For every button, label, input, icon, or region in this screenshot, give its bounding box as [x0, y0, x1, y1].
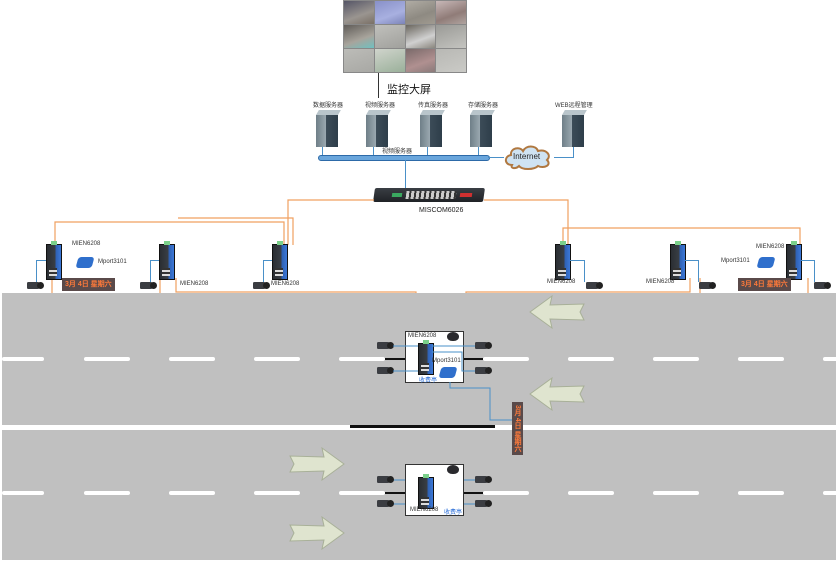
switch-mien6208	[272, 241, 288, 280]
camera-icon	[699, 282, 716, 289]
video-tile	[344, 1, 374, 24]
mport-label: Mport3101	[432, 358, 461, 364]
video-tile	[344, 49, 374, 72]
camera-icon	[377, 342, 394, 349]
mport-label: Mport3101	[98, 259, 127, 265]
video-tile	[405, 1, 436, 24]
video-wall	[343, 0, 467, 73]
switch-label: MIEN6208	[72, 241, 101, 247]
video-tile	[436, 49, 466, 72]
arrow-left-icon	[529, 376, 585, 412]
internet-cloud-icon	[504, 145, 550, 170]
server-icon	[420, 115, 442, 147]
led-display-vertical: 3月 4日 星期六	[512, 402, 523, 455]
switch-label: MIEN6208	[756, 244, 785, 250]
booth-label: 收费亭	[419, 378, 438, 384]
server-icon	[470, 115, 492, 147]
switch-label: MIEN6208	[180, 281, 209, 287]
arrow-right-icon	[289, 446, 345, 482]
camera-icon	[586, 282, 603, 289]
server-label: 视频服务器	[365, 103, 396, 109]
server-icon	[316, 115, 338, 147]
camera-icon	[377, 476, 394, 483]
server-icon	[366, 115, 388, 147]
camera-icon	[475, 476, 492, 483]
switch-mien6208	[418, 474, 434, 509]
toll-gate-bar	[350, 425, 495, 428]
booth-switch-label: MIEN6208	[410, 507, 439, 513]
video-tile	[436, 1, 466, 24]
arrow-right-icon	[289, 515, 345, 551]
led-display: 3月 4日 星期六	[738, 278, 791, 291]
camera-icon	[253, 282, 270, 289]
video-tile	[436, 25, 466, 48]
bus-label: 视频服务器	[382, 149, 413, 155]
led-display: 3月 4日 星期六	[62, 278, 115, 291]
video-tile	[374, 49, 405, 72]
server-label: 存储服务器	[468, 103, 499, 109]
server-bus	[318, 155, 490, 161]
switch-mien6208	[555, 241, 571, 280]
switch-mien6208	[670, 241, 686, 280]
server-icon	[562, 115, 584, 147]
booth-label: 收费亭	[444, 510, 463, 516]
switch-mien6208	[159, 241, 175, 280]
core-switch-label: MISCOM6026	[419, 207, 464, 214]
video-tile	[344, 25, 374, 48]
video-tile	[405, 25, 436, 48]
switch-label: MIEN6208	[646, 279, 675, 285]
camera-icon	[475, 500, 492, 507]
video-tile	[405, 49, 436, 72]
switch-mien6208	[786, 241, 802, 280]
camera-icon	[475, 367, 492, 374]
camera-icon	[814, 282, 831, 289]
camera-icon	[27, 282, 44, 289]
video-tile	[374, 25, 405, 48]
video-wall-label: 监控大屏	[387, 84, 431, 96]
camera-icon	[377, 367, 394, 374]
switch-mien6208	[418, 340, 434, 375]
dome-camera-icon	[447, 465, 459, 474]
dome-camera-icon	[447, 332, 459, 341]
server-label: WEB远程管理	[555, 103, 593, 109]
video-tile	[374, 1, 405, 24]
switch-label: MIEN6208	[547, 279, 576, 285]
switch-label: MIEN6208	[271, 281, 300, 287]
booth-switch-label: MIEN6208	[408, 333, 437, 339]
arrow-left-icon	[529, 294, 585, 330]
mport-label: Mport3101	[721, 258, 750, 264]
switch-mien6208	[46, 241, 62, 280]
server-label: 传真服务器	[418, 103, 449, 109]
camera-icon	[475, 342, 492, 349]
server-label: 数据服务器	[313, 103, 344, 109]
camera-icon	[377, 500, 394, 507]
camera-icon	[140, 282, 157, 289]
internet-label: Internet	[513, 152, 541, 161]
